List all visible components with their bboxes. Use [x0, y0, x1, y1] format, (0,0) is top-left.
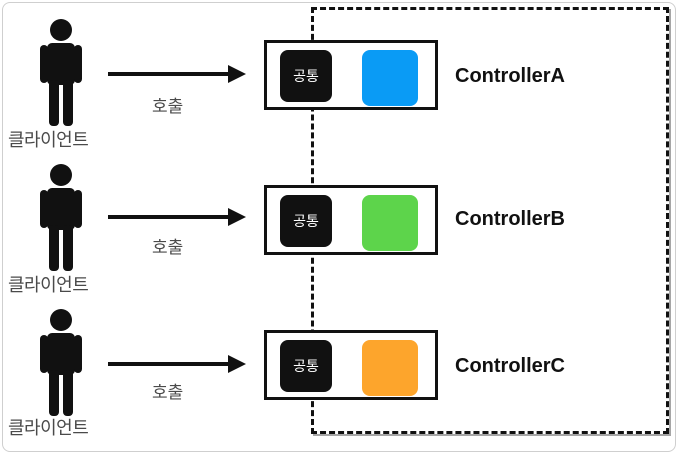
lane-c: 클라이언트 호출 공통 ControllerC: [0, 308, 679, 439]
controller-specific-block: [362, 50, 418, 106]
client-label: 클라이언트: [8, 418, 89, 439]
common-block: 공통: [280, 50, 332, 102]
common-block: 공통: [280, 195, 332, 247]
controller-box: 공통: [264, 40, 438, 110]
arrow-right-icon: [108, 65, 246, 83]
call-label: 호출: [152, 238, 184, 258]
client-label: 클라이언트: [8, 275, 89, 296]
arrow-right-icon: [108, 208, 246, 226]
lane-a: 클라이언트 호출 공통 ControllerA: [0, 18, 679, 151]
controller-name: ControllerB: [455, 208, 565, 230]
controller-specific-block: [362, 340, 418, 396]
common-block: 공통: [280, 340, 332, 392]
person-icon: [40, 309, 82, 416]
client-label: 클라이언트: [8, 130, 89, 151]
call-label: 호출: [152, 383, 184, 403]
controller-name: ControllerC: [455, 355, 565, 377]
controller-specific-block: [362, 195, 418, 251]
lane-b: 클라이언트 호출 공통 ControllerB: [0, 163, 679, 296]
controller-box: 공통: [264, 185, 438, 255]
person-icon: [40, 19, 82, 126]
person-icon: [40, 164, 82, 271]
arrow-right-icon: [108, 355, 246, 373]
controller-box: 공통: [264, 330, 438, 400]
controller-name: ControllerA: [455, 65, 565, 87]
call-label: 호출: [152, 97, 184, 117]
